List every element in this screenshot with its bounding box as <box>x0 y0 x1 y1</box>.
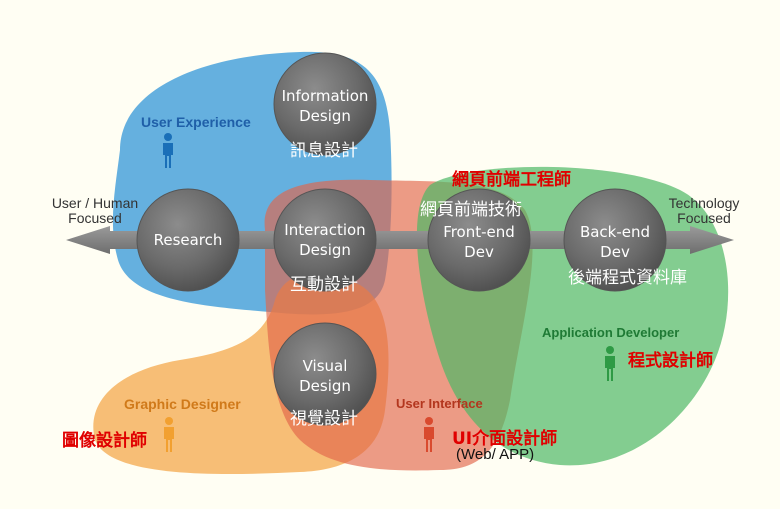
graphic-designer-person-icon <box>164 417 174 452</box>
axis-left-line1: User / Human <box>51 195 139 211</box>
information-design-line2: Design <box>299 107 351 125</box>
information-design-circle <box>273 52 377 156</box>
user-experience-role-label: User Experience <box>141 114 251 130</box>
front-end-dev-zh: 網頁前端技術 <box>420 200 522 220</box>
research-label: Research <box>133 230 243 250</box>
axis-right-line1: Technology <box>668 195 740 211</box>
front-end-dev-circle <box>427 188 531 292</box>
user-interface-role-label: User Interface <box>396 396 483 411</box>
information-design-line1: Information <box>281 87 369 105</box>
user-experience-person-icon <box>163 133 173 168</box>
interaction-design-circle <box>273 188 377 292</box>
back-end-dev-circle <box>563 188 667 292</box>
axis-right-line2: Focused <box>677 210 731 226</box>
graphic-designer-role-label: Graphic Designer <box>124 396 241 412</box>
front-end-dev-label: Front-end Dev <box>424 222 534 262</box>
back-end-dev-line1: Back-end <box>579 223 651 241</box>
axis-left-label: User / Human Focused <box>40 196 150 226</box>
frontend-engineer-zh: 網頁前端工程師 <box>452 170 571 190</box>
visual-design-label: Visual Design <box>270 356 380 396</box>
visual-design-circle <box>273 322 377 426</box>
visual-design-line1: Visual <box>302 357 348 375</box>
interaction-design-zh: 互動設計 <box>290 275 358 295</box>
graphic-designer-zh: 圖像設計師 <box>62 431 147 451</box>
app-developer-zh: 程式設計師 <box>628 351 713 371</box>
application-developer-role-label: Application Developer <box>542 325 680 340</box>
interaction-design-line1: Interaction <box>284 221 366 239</box>
visual-design-zh: 視覺設計 <box>290 409 358 429</box>
ui-designer-zh: UI介面設計師 <box>452 429 558 449</box>
back-end-dev-label: Back-end Dev <box>560 222 670 262</box>
back-end-dev-zh: 後端程式資料庫 <box>568 268 687 288</box>
axis-right-label: Technology Focused <box>654 196 754 226</box>
interaction-design-line2: Design <box>299 241 351 259</box>
visual-design-line2: Design <box>299 377 351 395</box>
information-design-zh: 訊息設計 <box>290 141 358 161</box>
interaction-design-label: Interaction Design <box>270 220 380 260</box>
axis-left-line2: Focused <box>68 210 122 226</box>
back-end-dev-line2: Dev <box>600 243 630 261</box>
front-end-dev-line2: Dev <box>464 243 494 261</box>
research-circle <box>136 188 240 292</box>
information-design-label: Information Design <box>270 86 380 126</box>
research-line1: Research <box>153 231 223 249</box>
application-developer-person-icon <box>605 346 615 381</box>
ui-designer-sub: (Web/ APP) <box>456 446 535 463</box>
front-end-dev-line1: Front-end <box>443 223 515 241</box>
user-interface-person-icon <box>424 417 434 452</box>
